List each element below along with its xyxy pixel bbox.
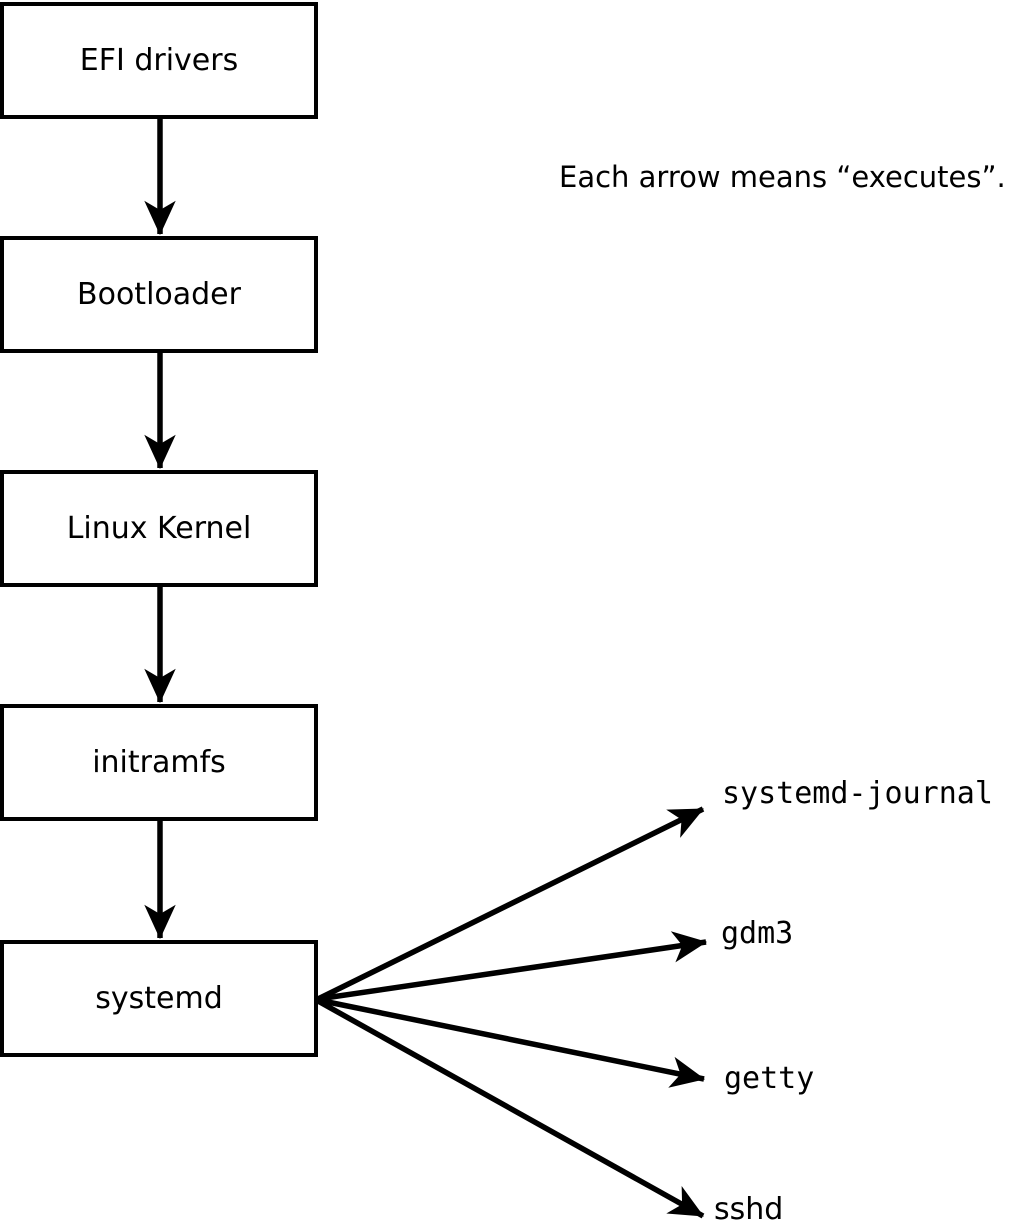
- flow-node-label: EFI drivers: [79, 42, 239, 78]
- flow-node-linux-kernel: Linux Kernel: [0, 470, 318, 587]
- arrow-systemd-to-gdm3: [317, 931, 708, 1002]
- legend-annotation: Each arrow means “executes”.: [559, 160, 1006, 194]
- flow-node-initramfs: initramfs: [0, 704, 318, 821]
- flow-node-label: initramfs: [92, 744, 226, 780]
- flow-node-efi-drivers: EFI drivers: [0, 2, 318, 119]
- flow-node-label: Linux Kernel: [66, 510, 252, 546]
- flow-node-bootloader: Bootloader: [0, 236, 318, 353]
- flow-node-label: systemd: [95, 980, 223, 1016]
- process-label-systemd-journal: systemd-journal: [722, 776, 993, 811]
- process-label-gdm3: gdm3: [721, 916, 794, 951]
- process-label-sshd: sshd: [714, 1192, 784, 1227]
- arrow-systemd-to-sshd: [316, 998, 705, 1219]
- arrow-systemd-to-getty: [317, 997, 706, 1088]
- flow-node-systemd: systemd: [0, 940, 318, 1057]
- arrow-systemd-to-journal: [316, 806, 705, 1002]
- process-label-getty: getty: [724, 1061, 815, 1096]
- flow-node-label: Bootloader: [77, 276, 241, 312]
